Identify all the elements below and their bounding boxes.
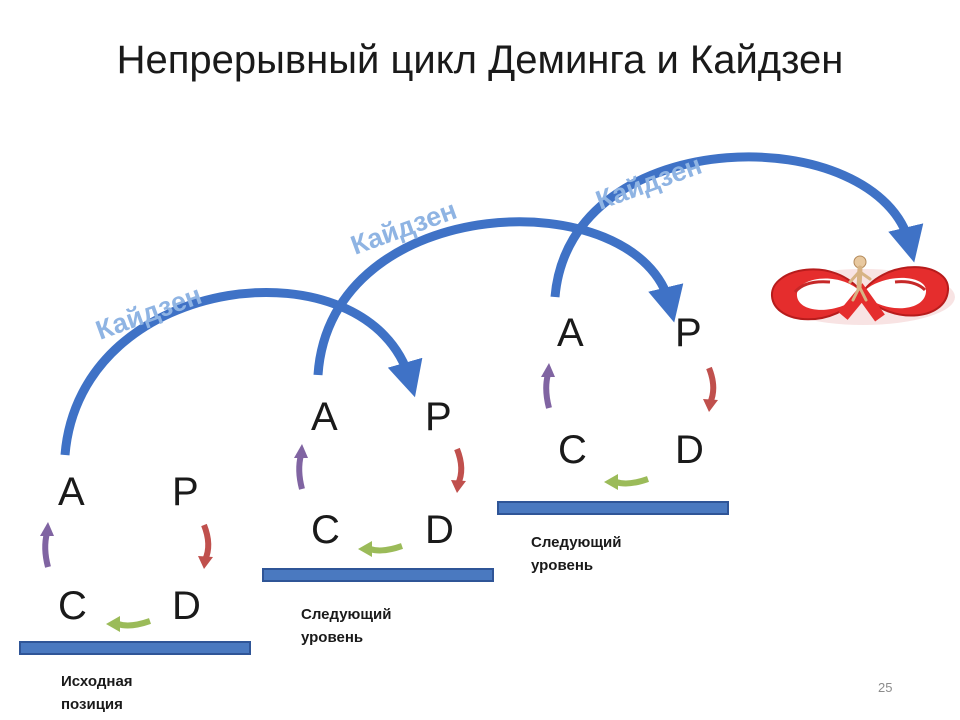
infinity-goal-icon <box>770 255 955 325</box>
cycle-3-letter-a: A <box>557 311 584 355</box>
cycle-arrows-3 <box>541 363 718 490</box>
arrow-head-c-to-a <box>541 363 555 377</box>
cycle-2-letter-a: A <box>311 395 338 439</box>
arrow-c-to-a <box>42 532 51 568</box>
level-label-1-line1: Исходная <box>61 673 133 690</box>
arrow-head-d-to-c <box>358 541 372 557</box>
arrow-c-to-a <box>296 454 305 490</box>
level-platform-3 <box>497 501 729 515</box>
arrow-d-to-c <box>615 476 649 487</box>
arrow-head-c-to-a <box>40 522 54 536</box>
arrow-head-p-to-d <box>703 399 718 412</box>
level-label-3: Следующий уровень <box>531 531 621 577</box>
cycle-arrows-2 <box>294 444 466 557</box>
arrow-head-c-to-a <box>294 444 308 458</box>
figure-icon <box>848 255 872 302</box>
cycle-1-letter-c: C <box>58 584 87 628</box>
arrow-p-to-d <box>201 523 212 562</box>
arrow-head-p-to-d <box>198 556 213 569</box>
level-label-2-line1: Следующий <box>301 606 392 623</box>
kaizen-arrow-2 <box>313 217 684 376</box>
kaizen-arrow-3 <box>550 152 924 298</box>
kaizen-label-1: Кайдзен <box>92 280 206 346</box>
arrow-c-to-a <box>543 373 552 409</box>
cycle-2-letter-c: C <box>311 508 340 552</box>
kaizen-arrow-1 <box>60 288 423 456</box>
arrow-head-d-to-c <box>604 474 618 490</box>
cycle-1-letter-p: P <box>172 470 199 514</box>
cycle-3-letter-c: C <box>558 428 587 472</box>
arrow-head-d-to-c <box>106 616 120 632</box>
arrow-head-p-to-d <box>451 480 466 493</box>
cycle-1-letter-d: D <box>172 584 201 628</box>
page-title: Непрерывный цикл Деминга и Кайдзен <box>116 38 844 82</box>
cycle-3-letter-p: P <box>675 311 702 355</box>
level-label-1: Исходная позиция <box>61 670 133 716</box>
cycle-2-letter-p: P <box>425 395 452 439</box>
level-label-2-line2: уровень <box>301 629 364 646</box>
cycle-2-letter-d: D <box>425 508 454 552</box>
level-platform-1 <box>19 641 251 655</box>
level-label-3-line1: Следующий <box>531 534 622 551</box>
arrow-d-to-c <box>117 618 151 629</box>
level-label-3-line2: уровень <box>531 557 594 574</box>
arrow-d-to-c <box>369 543 403 554</box>
kaizen-label-3: Кайдзен <box>592 150 706 216</box>
cycle-3-letter-d: D <box>675 428 704 472</box>
level-label-2: Следующий уровень <box>301 603 391 649</box>
page-number: 25 <box>878 680 893 695</box>
cycle-1-letter-a: A <box>58 470 85 514</box>
arrow-p-to-d <box>454 447 465 486</box>
level-label-1-line2: позиция <box>61 696 123 713</box>
arrow-p-to-d <box>706 366 717 405</box>
cycle-arrows-1 <box>40 522 213 632</box>
level-platform-2 <box>262 568 494 582</box>
